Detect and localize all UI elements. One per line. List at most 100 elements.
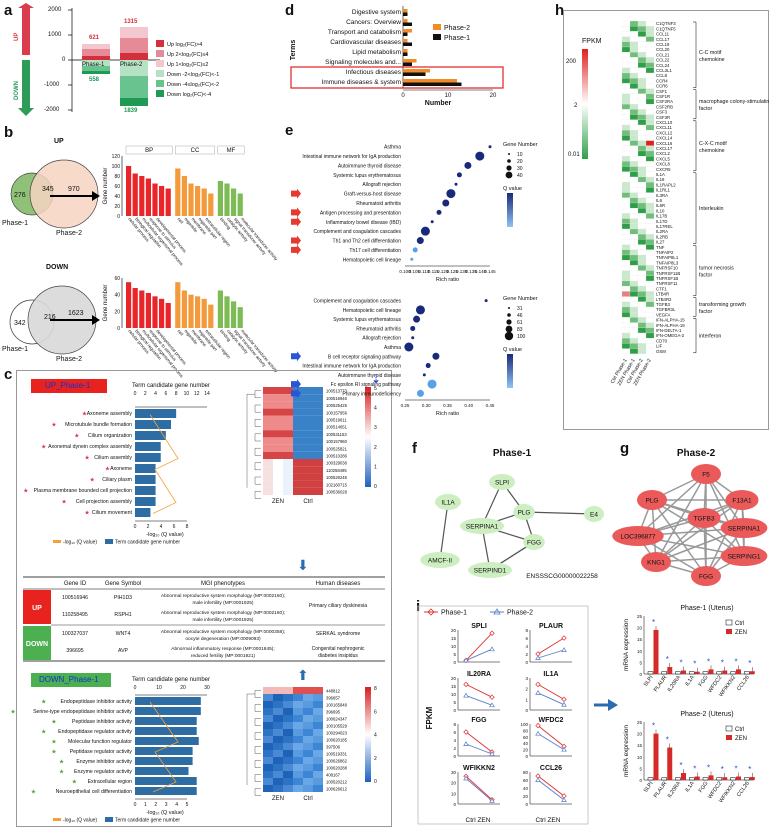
- heat-cell: [637, 176, 647, 183]
- panel-f-label: f: [412, 440, 417, 457]
- y-tick: 4: [525, 644, 528, 649]
- heat-cell: [263, 771, 273, 778]
- heat-cell: [629, 109, 639, 115]
- gene-id: 100519611: [326, 418, 347, 423]
- significance-icon: *: [707, 657, 710, 666]
- heat-cell: [645, 348, 655, 354]
- heat-cell: [637, 130, 647, 136]
- heat-cell: [621, 254, 631, 261]
- heat-cell: [629, 327, 639, 334]
- heat-cell: [629, 265, 639, 271]
- heat-cell: [637, 161, 647, 167]
- y-tick: 4: [453, 738, 456, 743]
- term-bar: [135, 442, 161, 451]
- gene-title: CCL26: [540, 765, 562, 772]
- heat-cell: [629, 31, 639, 37]
- heat-cell: [645, 156, 655, 162]
- pathway-bubble: [475, 151, 485, 161]
- x-tick: 0.125: [447, 269, 459, 274]
- heat-cell: [303, 444, 313, 452]
- heat-cell: [637, 275, 647, 282]
- gene-title: IL1A: [543, 671, 558, 678]
- bottom-tick: 2: [147, 524, 150, 530]
- go-bar: [159, 298, 165, 328]
- legend-size: 20: [517, 159, 523, 165]
- heat-cell: [629, 296, 639, 302]
- term-label: Peptidase inhibitor activity: [72, 719, 132, 725]
- star-icon: ★: [23, 488, 28, 495]
- gene-id: 100620185: [326, 738, 348, 743]
- group-label: transforming growth: [699, 302, 746, 308]
- go-bar: [139, 176, 145, 216]
- heat-cell: [273, 415, 283, 423]
- heat-cell: [303, 480, 313, 488]
- gene-label: CXCL17: [656, 146, 673, 151]
- zen-bar: [722, 777, 728, 780]
- dendro-branch: [254, 476, 261, 485]
- gene-label: TGFBR3L: [656, 307, 676, 312]
- significance-icon: *: [652, 722, 655, 731]
- go-bar: [175, 168, 181, 216]
- highlight-arrow-icon: [291, 235, 301, 246]
- group-down: DOWN: [26, 641, 48, 648]
- star-icon: ★: [59, 759, 64, 766]
- heat-cell: [637, 135, 647, 141]
- heat-cell: [637, 124, 647, 131]
- heat-cell: [637, 223, 647, 230]
- heat-cell: [637, 145, 647, 152]
- heat-cell: [645, 67, 655, 74]
- legend-phase2: Phase-2: [444, 25, 470, 32]
- gene-id: 396657: [326, 696, 341, 701]
- heat-cell: [263, 437, 273, 445]
- heat-cell: [303, 771, 313, 778]
- y-tick: 8: [453, 722, 456, 727]
- dendro-branch: [254, 433, 261, 442]
- gene-label: CXCL8: [656, 162, 670, 167]
- venn-down-right: 1623: [68, 310, 84, 317]
- significance-icon: *: [707, 763, 710, 772]
- phase2-point: [561, 647, 567, 652]
- y-tick: 60: [523, 735, 529, 740]
- dendro-branch: [254, 788, 261, 796]
- heat-cell: [621, 291, 631, 297]
- pathway-bubble: [411, 336, 415, 340]
- y-axis-label: Gene number: [103, 168, 109, 205]
- heat-cell: [263, 750, 273, 757]
- term-label: Axoneme: [110, 466, 132, 472]
- heat-cell: [637, 234, 647, 240]
- legend-size: 100: [517, 334, 526, 340]
- term-label: Molecular function regulator: [68, 739, 132, 745]
- heat-cell: [621, 280, 631, 287]
- heat-cell: [263, 387, 273, 395]
- heat-cell: [629, 124, 639, 131]
- gene-label: CCL8: [656, 73, 668, 78]
- x-tick: 0.135: [465, 269, 477, 274]
- y-tick: 120: [112, 154, 121, 160]
- heat-cell: [645, 26, 655, 32]
- heat-cell: [645, 244, 655, 250]
- y-tick: 0: [525, 802, 528, 807]
- y-tick: 40: [523, 741, 529, 746]
- col-ctrl: Ctrl: [303, 499, 312, 505]
- pathway-label: Inflammatory bowel disease (IBD): [326, 220, 401, 226]
- gene-symbol-cell: RSPH1: [114, 612, 131, 618]
- network-node: [637, 490, 667, 510]
- y-tick: 25: [637, 720, 643, 725]
- network-edge: [637, 473, 707, 537]
- network-node: [725, 490, 759, 510]
- venn-down-phase1: Phase-1: [2, 346, 29, 353]
- phase1-bar: [403, 82, 462, 86]
- y-tick: 5: [453, 652, 456, 657]
- heat-cell: [621, 140, 631, 146]
- significance-icon: *: [748, 659, 751, 668]
- heat-cell: [637, 20, 647, 27]
- term-bar: [135, 717, 197, 725]
- legend-gene-number: Term candidate gene number: [115, 540, 180, 546]
- scale-tick: 4: [374, 733, 377, 739]
- heat-cell: [313, 408, 323, 416]
- go-bar: [237, 193, 243, 216]
- term-label: Axoneme assembly: [87, 411, 133, 417]
- gene-symbol-cell: AVP: [118, 648, 129, 654]
